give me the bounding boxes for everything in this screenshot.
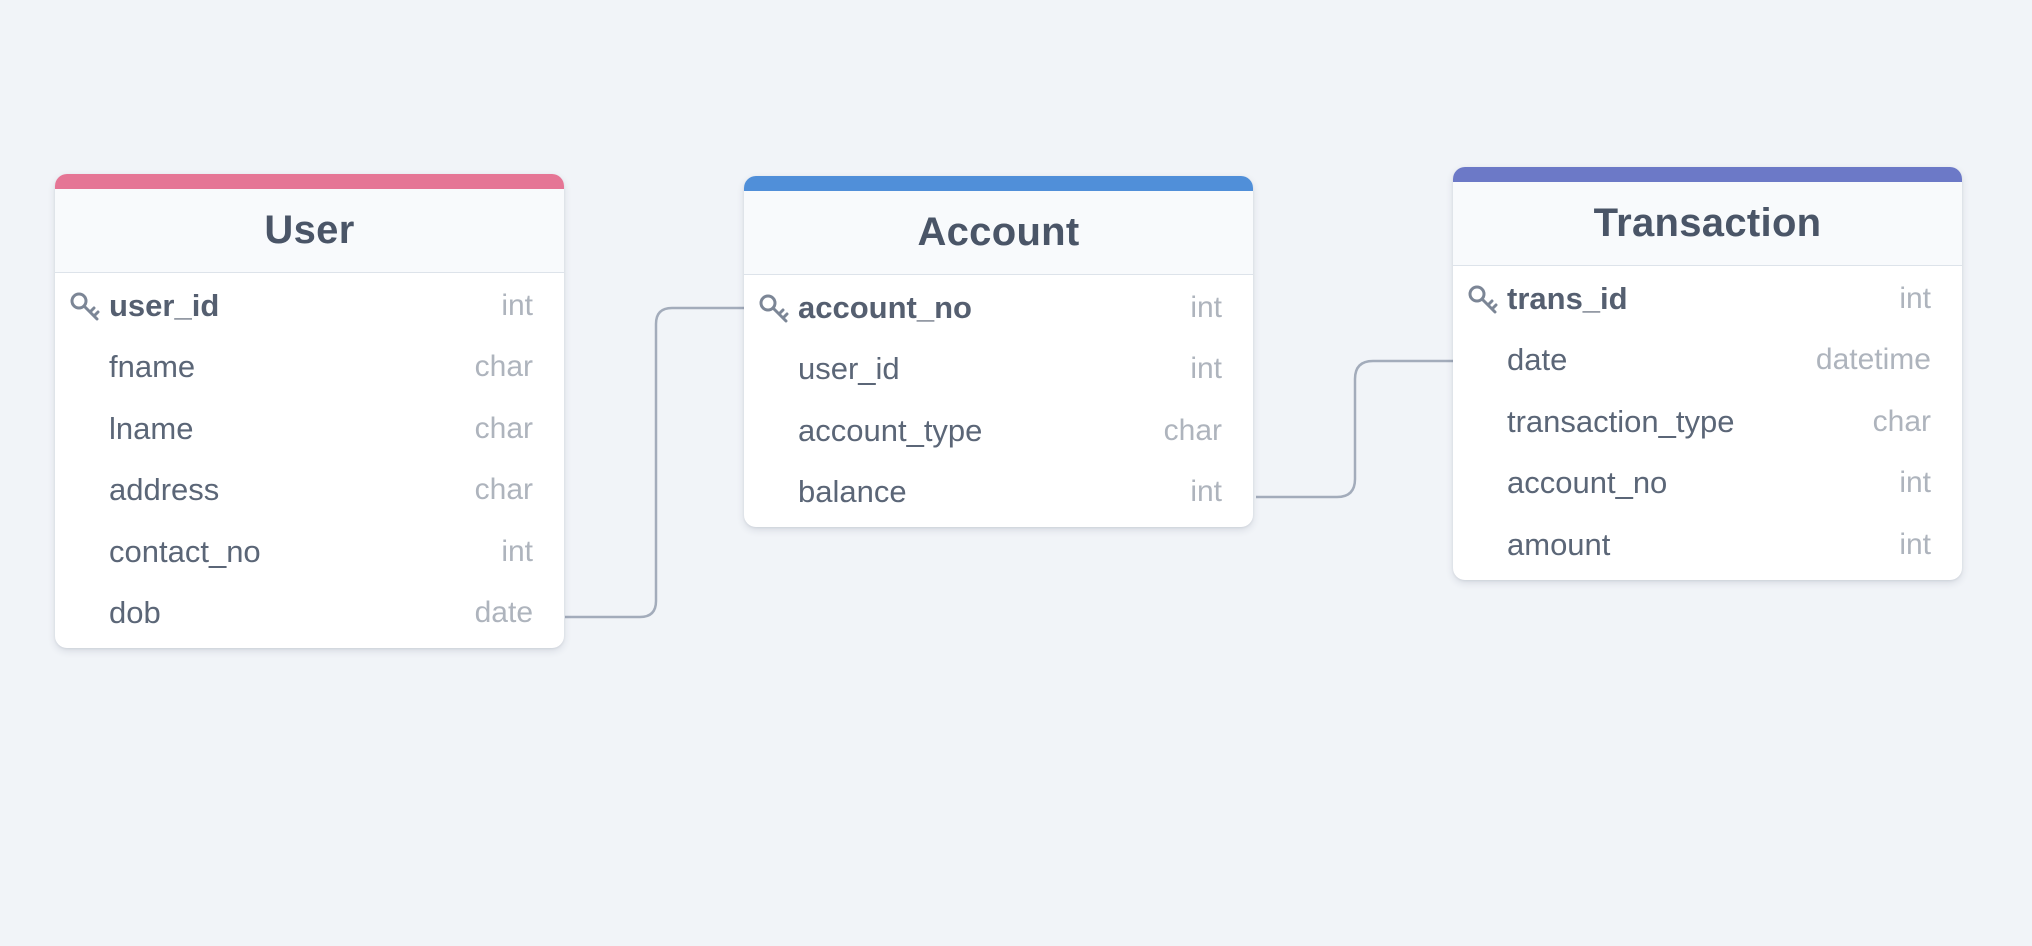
- field-name: amount: [1507, 526, 1611, 562]
- field-type: int: [1899, 466, 1931, 500]
- field-type: char: [474, 411, 533, 445]
- table-user-row-dob[interactable]: dob date: [55, 583, 564, 645]
- table-user-row-lname[interactable]: lname char: [55, 398, 564, 460]
- table-transaction-title: Transaction: [1593, 201, 1822, 245]
- field-type: int: [1190, 352, 1222, 386]
- field-name: trans_id: [1507, 280, 1628, 316]
- table-user-title: User: [264, 208, 355, 252]
- field-name: dob: [109, 595, 161, 631]
- field-type: char: [474, 473, 533, 507]
- field-name: account_no: [1507, 465, 1668, 501]
- table-transaction[interactable]: Transaction trans_id int date datetime t…: [1453, 167, 1962, 580]
- field-type: datetime: [1815, 343, 1931, 377]
- table-user[interactable]: User user_id int fname char lname char a…: [55, 174, 564, 648]
- table-account-title: Account: [917, 210, 1080, 254]
- connector-user-dob-to-account-account-no: [565, 306, 744, 619]
- table-account-row-account-no[interactable]: account_no int: [744, 277, 1253, 339]
- field-name: address: [109, 472, 220, 508]
- connector-account-balance-to-transaction-date: [1256, 359, 1453, 499]
- table-user-row-fname[interactable]: fname char: [55, 337, 564, 399]
- field-name: user_id: [798, 351, 900, 387]
- table-account-header[interactable]: Account: [744, 191, 1253, 275]
- field-name: transaction_type: [1507, 403, 1735, 439]
- key-icon: [1468, 285, 1498, 314]
- field-type: int: [1190, 475, 1222, 509]
- field-type: char: [1872, 404, 1931, 438]
- table-transaction-row-account-no[interactable]: account_no int: [1453, 453, 1962, 515]
- table-user-accent-bar: [55, 174, 564, 189]
- field-type: int: [501, 288, 533, 322]
- field-name: account_no: [798, 289, 972, 325]
- field-name: lname: [109, 410, 194, 446]
- table-user-row-user-id[interactable]: user_id int: [55, 275, 564, 337]
- table-user-row-contact-no[interactable]: contact_no int: [55, 521, 564, 583]
- key-icon: [70, 292, 100, 321]
- field-type: int: [501, 534, 533, 568]
- field-name: balance: [798, 474, 907, 510]
- table-transaction-row-transaction-type[interactable]: transaction_type char: [1453, 391, 1962, 453]
- table-account-row-balance[interactable]: balance int: [744, 462, 1253, 524]
- table-account[interactable]: Account account_no int user_id int accou…: [744, 176, 1253, 527]
- table-transaction-row-trans-id[interactable]: trans_id int: [1453, 268, 1962, 330]
- table-transaction-accent-bar: [1453, 167, 1962, 182]
- field-name: contact_no: [109, 533, 261, 569]
- table-account-row-user-id[interactable]: user_id int: [744, 339, 1253, 401]
- table-transaction-row-date[interactable]: date datetime: [1453, 330, 1962, 392]
- table-user-header[interactable]: User: [55, 189, 564, 273]
- table-transaction-header[interactable]: Transaction: [1453, 182, 1962, 266]
- field-type: char: [474, 350, 533, 384]
- field-name: date: [1507, 342, 1568, 378]
- field-name: account_type: [798, 412, 983, 448]
- table-account-accent-bar: [744, 176, 1253, 191]
- field-type: int: [1899, 527, 1931, 561]
- key-icon: [759, 294, 789, 323]
- table-account-row-account-type[interactable]: account_type char: [744, 400, 1253, 462]
- field-type: date: [474, 596, 533, 630]
- field-type: int: [1190, 290, 1222, 324]
- table-user-row-address[interactable]: address char: [55, 460, 564, 522]
- field-type: int: [1899, 281, 1931, 315]
- field-name: user_id: [109, 287, 220, 323]
- field-name: fname: [109, 349, 196, 385]
- field-type: char: [1163, 413, 1222, 447]
- table-transaction-row-amount[interactable]: amount int: [1453, 514, 1962, 576]
